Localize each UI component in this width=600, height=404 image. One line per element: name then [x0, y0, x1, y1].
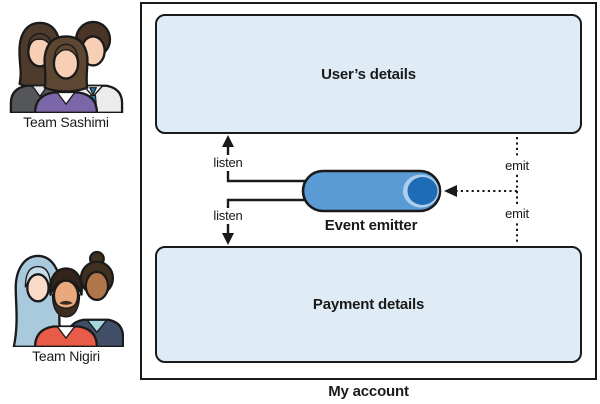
emit-label-bottom: emit: [495, 206, 539, 222]
event-emitter-label: Event emitter: [324, 217, 418, 234]
payment-details-label: Payment details: [312, 296, 425, 313]
team-nigiri: Team Nigiri: [4, 248, 128, 364]
team-sashimi: Team Sashimi: [4, 14, 128, 130]
team-sashimi-label: Team Sashimi: [23, 114, 109, 130]
users-details-box: User’s details: [155, 14, 582, 134]
team-sashimi-icon: [9, 20, 124, 113]
listen-label-top: listen: [206, 155, 250, 171]
listen-label-bottom: listen: [206, 208, 250, 224]
users-details-label: User’s details: [321, 65, 416, 83]
my-account-label: My account: [328, 383, 409, 400]
team-nigiri-icon: [12, 250, 124, 347]
payment-details-box: Payment details: [155, 246, 582, 363]
team-nigiri-label: Team Nigiri: [32, 348, 100, 364]
emit-label-top: emit: [495, 158, 539, 174]
